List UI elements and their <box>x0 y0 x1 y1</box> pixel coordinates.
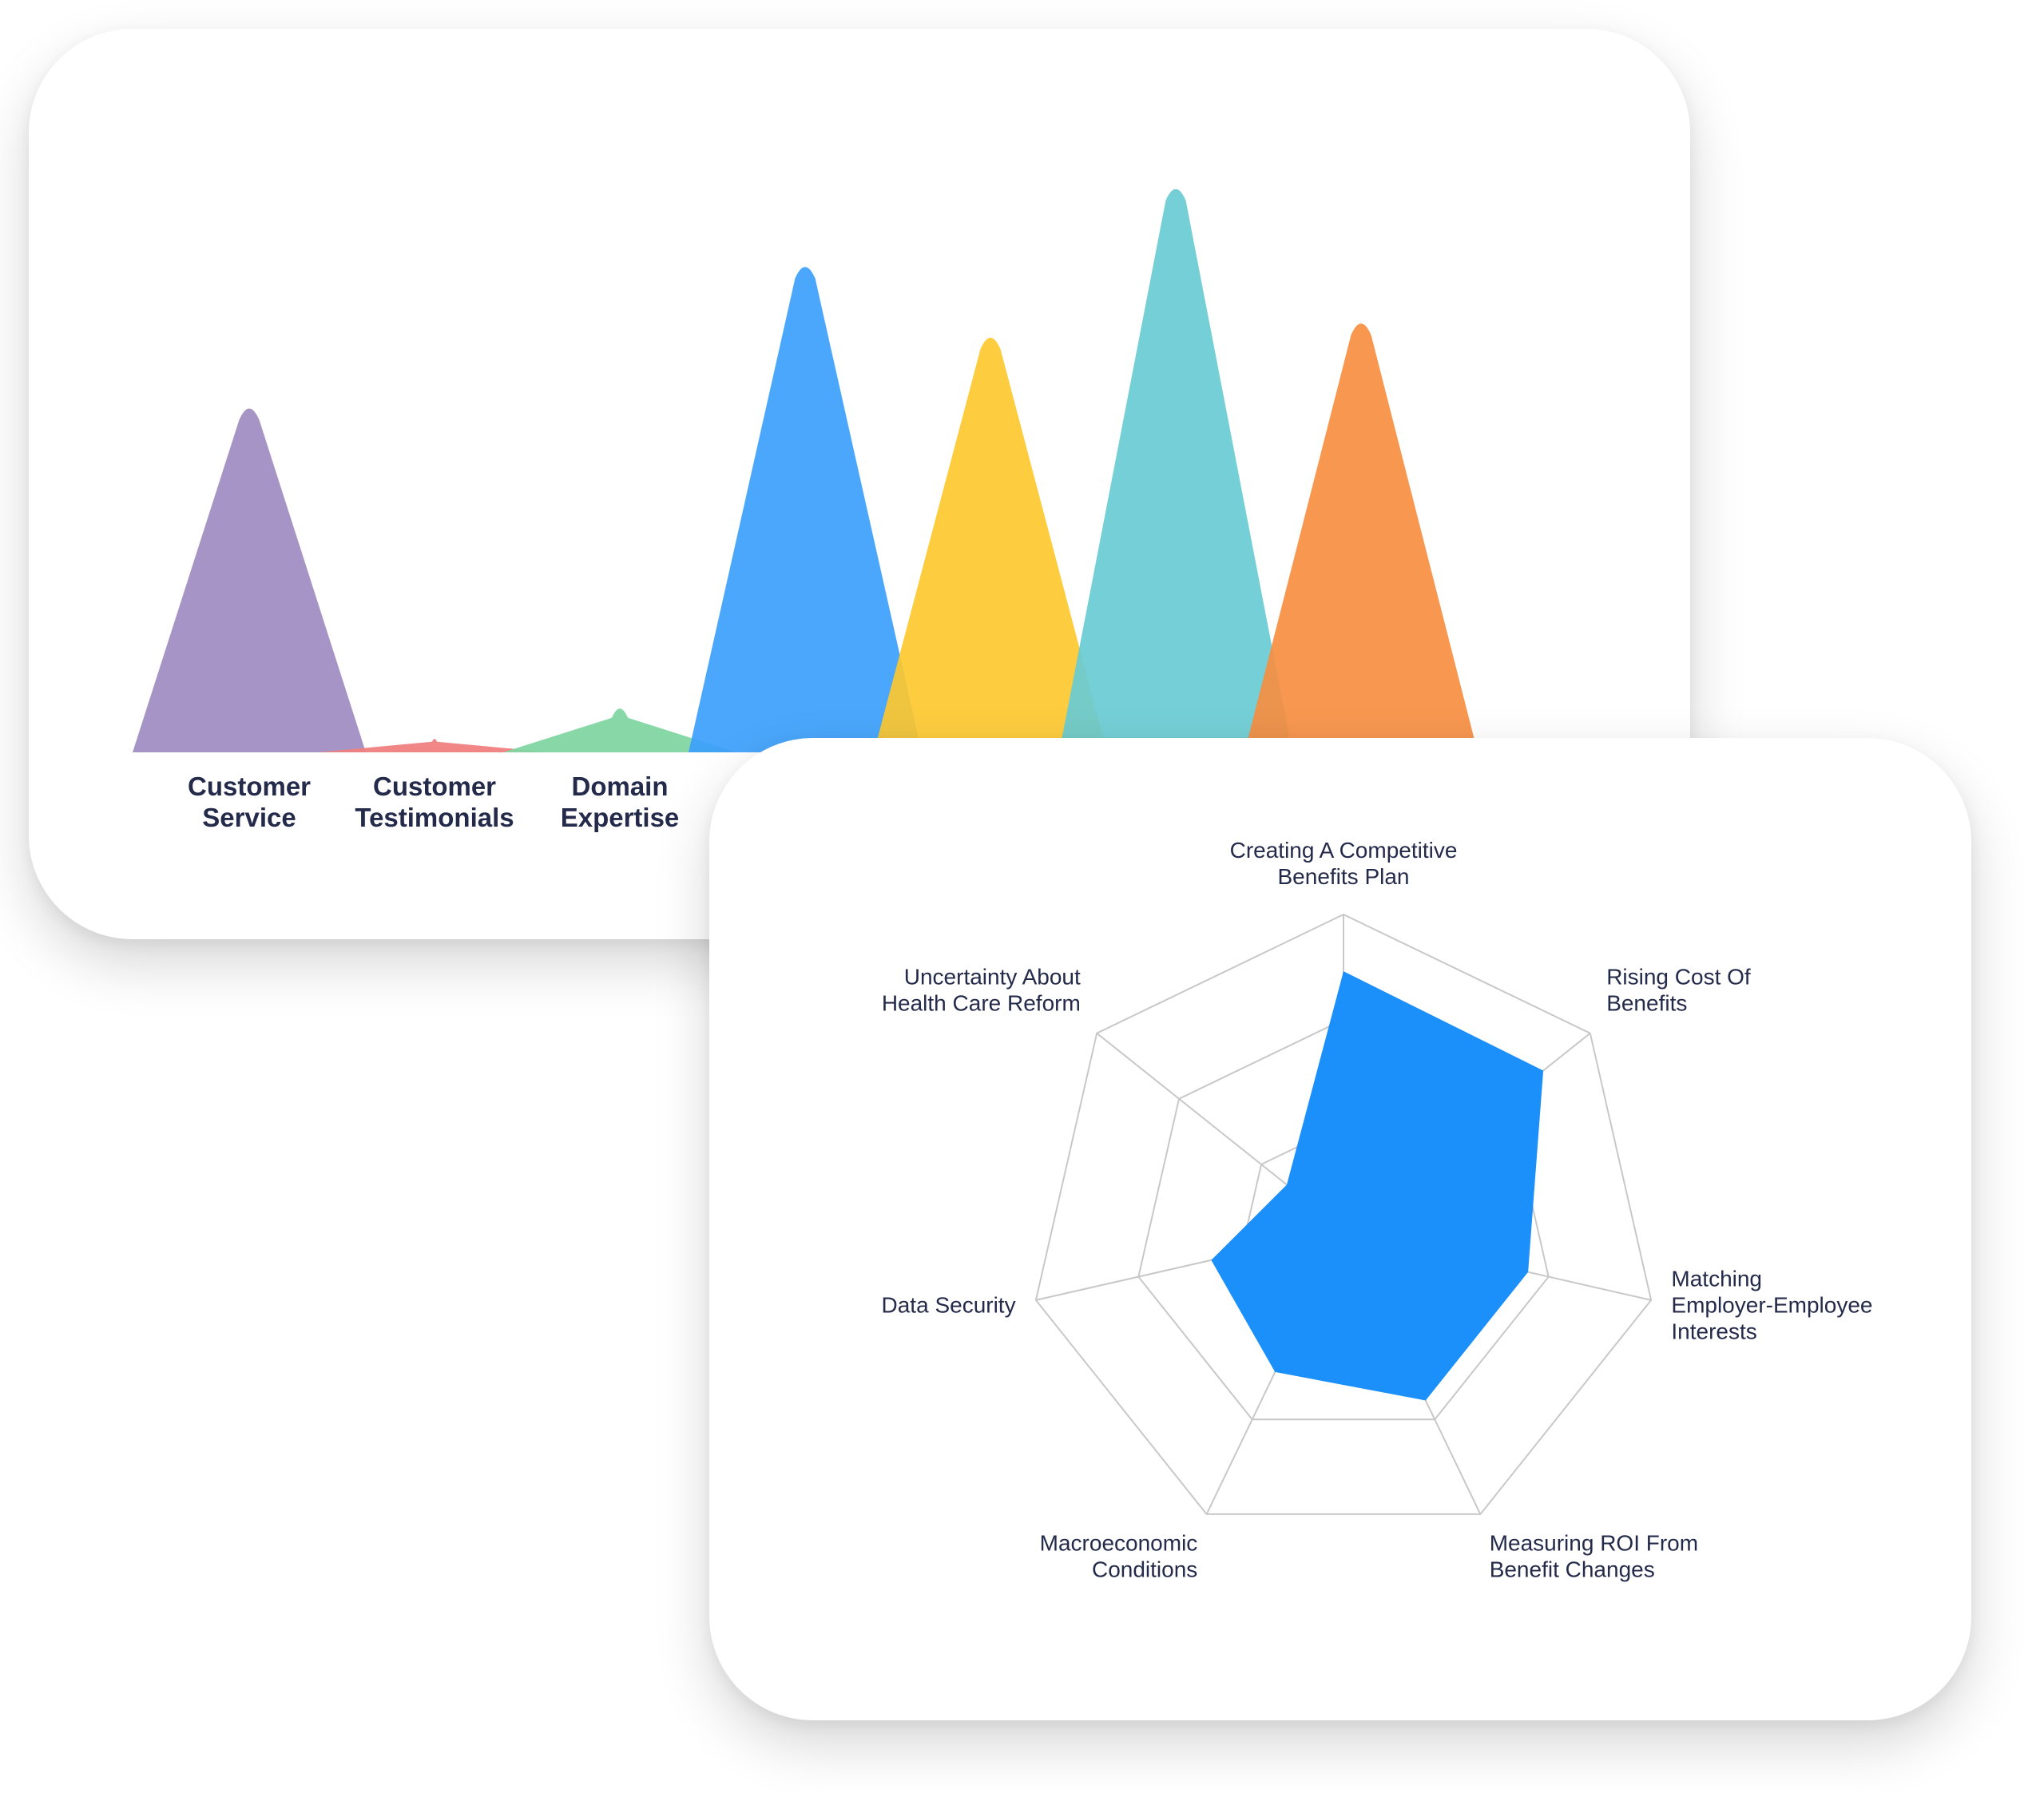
category-label-2-0: Domain <box>571 772 668 801</box>
peak-series-5 <box>1059 188 1292 752</box>
radar-axis-label-5-line-0: Data Security <box>882 1293 1016 1318</box>
radar-axis-label-1-line-0: Rising Cost Of <box>1606 965 1751 990</box>
peak-series-3 <box>689 267 922 752</box>
radar-axis-label-1-line-1: Benefits <box>1606 991 1687 1016</box>
peak-series-0 <box>133 408 366 752</box>
radar-axis-label-2-line-2: Interests <box>1671 1319 1756 1344</box>
peak-series-1 <box>318 739 551 752</box>
radar-series-area <box>1211 971 1544 1401</box>
radar-axis-label-6-line-0: Uncertainty About <box>904 965 1081 990</box>
radar-axis-label-0-line-1: Benefits Plan <box>1278 864 1410 889</box>
radar-axis-label-6-line-1: Health Care Reform <box>882 991 1081 1016</box>
radar-axis-label-0-line-0: Creating A Competitive <box>1230 838 1458 863</box>
radar-axis-label-2-line-1: Employer-Employee <box>1671 1293 1872 1318</box>
radar-axis-label-2-line-0: Matching <box>1671 1267 1762 1291</box>
peak-series-2 <box>503 708 736 752</box>
category-label-2-1: Expertise <box>561 803 680 832</box>
radar-axis-label-3-line-0: Measuring ROI From <box>1490 1530 1698 1555</box>
peaks-chart: CustomerServiceCustomerTestimonialsDomai… <box>133 188 1478 832</box>
peak-series-4 <box>874 337 1107 752</box>
category-label-1-1: Testimonials <box>355 803 514 832</box>
radar-axis-label-4-line-1: Conditions <box>1092 1557 1197 1581</box>
radar-axis-label-4-line-0: Macroeconomic <box>1040 1530 1198 1555</box>
radar-axis-label-5: Data Security <box>882 1293 1016 1318</box>
category-label-1-0: Customer <box>373 772 496 801</box>
category-label-0-0: Customer <box>188 772 311 801</box>
peak-series-6 <box>1244 323 1478 752</box>
radar-axis-label-3-line-1: Benefit Changes <box>1490 1557 1655 1581</box>
category-label-0-1: Service <box>202 803 296 832</box>
radar-grid-ring-3 <box>1034 913 1653 1515</box>
